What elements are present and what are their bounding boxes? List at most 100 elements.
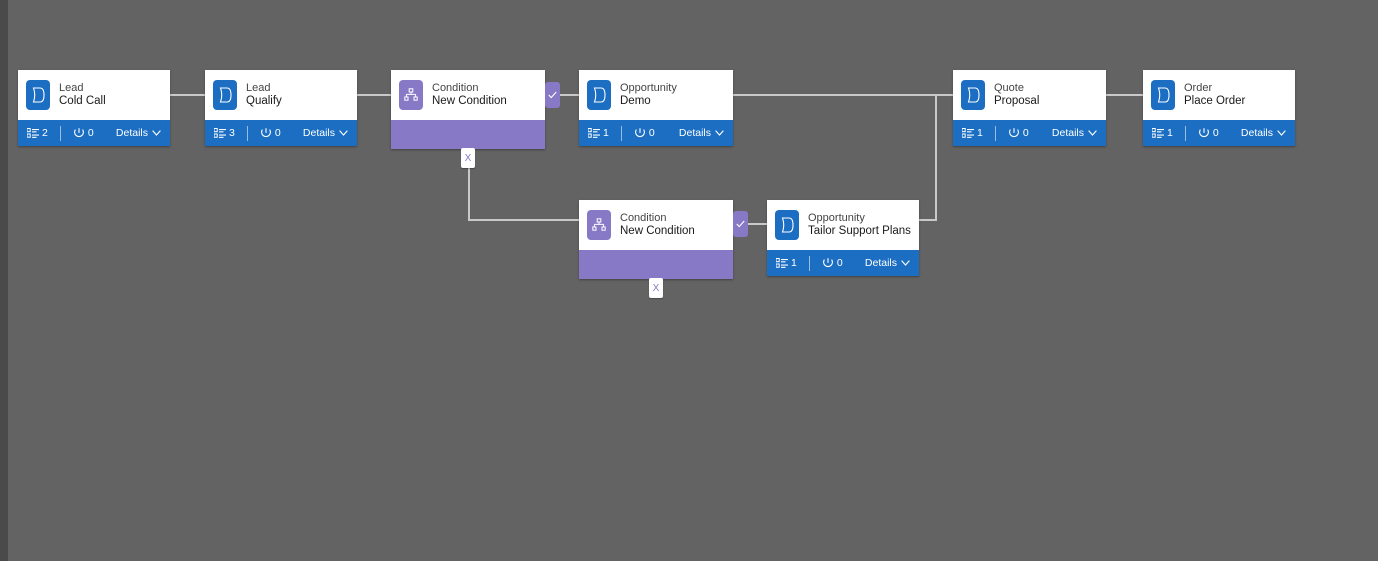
dynamics-stage-icon <box>961 80 985 110</box>
stage-card-header: Opportunity Tailor Support Plans <box>767 200 919 250</box>
duration-metric: 0 <box>1008 127 1029 139</box>
checkmark-icon <box>548 91 557 99</box>
chevron-down-icon <box>715 130 724 136</box>
record-count-value: 1 <box>791 257 797 269</box>
stage-card-quote-proposal[interactable]: Quote Proposal 1 <box>953 70 1106 146</box>
chevron-down-icon <box>339 130 348 136</box>
branch-marker-label: X <box>464 152 472 164</box>
footer-divider <box>808 255 810 271</box>
stage-name-label: Place Order <box>1184 94 1246 107</box>
condition-card-body <box>579 250 733 279</box>
details-button[interactable]: Details <box>679 127 724 139</box>
stage-card-footer: 3 0 Details <box>205 120 357 146</box>
condition-card-titles: Condition New Condition <box>620 212 695 239</box>
stage-entity-label: Lead <box>59 81 84 94</box>
list-icon <box>776 257 788 269</box>
stage-card-titles: Lead Cold Call <box>59 82 106 109</box>
stage-card-footer: 1 0 Details <box>767 250 919 276</box>
clock-icon <box>73 127 85 139</box>
condition-name-label: New Condition <box>432 94 507 107</box>
branch-marker-label: X <box>652 282 660 294</box>
condition-card-header: Condition New Condition <box>579 200 733 250</box>
stage-card-header: Order Place Order <box>1143 70 1295 120</box>
record-count-value: 1 <box>603 127 609 139</box>
connector-quote-to-order <box>1106 94 1143 96</box>
clock-icon <box>1198 127 1210 139</box>
connector-condition2-to-tailor <box>748 223 767 225</box>
stage-card-opportunity-tailor-support-plans[interactable]: Opportunity Tailor Support Plans 1 <box>767 200 919 276</box>
condition-2-true-branch-checkmark[interactable] <box>733 211 748 237</box>
stage-card-footer: 2 0 Details <box>18 120 170 146</box>
stage-card-header: Quote Proposal <box>953 70 1106 120</box>
duration-value: 0 <box>1212 127 1219 139</box>
footer-divider <box>620 125 622 141</box>
list-icon <box>962 127 974 139</box>
condition-card-body <box>391 120 545 149</box>
stage-entity-label: Quote <box>994 81 1024 94</box>
stage-entity-label: Opportunity <box>620 81 677 94</box>
duration-value: 0 <box>1022 127 1029 139</box>
condition-card-2[interactable]: Condition New Condition <box>579 200 733 279</box>
stage-card-titles: Quote Proposal <box>994 82 1039 109</box>
record-count-value: 1 <box>1167 127 1173 139</box>
condition-name-label: New Condition <box>620 224 695 237</box>
dynamics-stage-icon <box>1151 80 1175 110</box>
branch-condition-icon <box>399 80 423 110</box>
connector-condition1-branch-horizontal <box>468 219 580 221</box>
details-label: Details <box>1051 127 1084 139</box>
details-button[interactable]: Details <box>303 127 348 139</box>
stage-name-label: Proposal <box>994 94 1040 107</box>
condition-1-false-branch-marker[interactable]: X <box>461 148 475 168</box>
clock-icon <box>634 127 646 139</box>
condition-card-1[interactable]: Condition New Condition <box>391 70 545 149</box>
stage-card-opportunity-demo[interactable]: Opportunity Demo 1 <box>579 70 733 146</box>
condition-card-header: Condition New Condition <box>391 70 545 120</box>
stage-name-label: Qualify <box>246 94 282 107</box>
clock-icon <box>1008 127 1020 139</box>
details-label: Details <box>115 127 148 139</box>
details-button[interactable]: Details <box>865 257 910 269</box>
details-label: Details <box>678 127 711 139</box>
condition-2-false-branch-marker[interactable]: X <box>649 278 663 298</box>
dynamics-stage-icon <box>775 210 799 240</box>
chevron-down-icon <box>1277 130 1286 136</box>
stage-card-titles: Order Place Order <box>1184 82 1245 109</box>
clock-icon <box>260 127 272 139</box>
details-button[interactable]: Details <box>1241 127 1286 139</box>
chevron-down-icon <box>1088 130 1097 136</box>
footer-divider <box>59 125 61 141</box>
duration-metric: 0 <box>822 257 843 269</box>
connector-cold-call-to-qualify <box>170 94 206 96</box>
duration-value: 0 <box>87 127 94 139</box>
stage-card-order-place-order[interactable]: Order Place Order 1 <box>1143 70 1295 146</box>
list-icon <box>214 127 226 139</box>
stage-entity-label: Lead <box>246 81 271 94</box>
stage-name-label: Demo <box>620 94 651 107</box>
stage-card-footer: 1 0 Details <box>579 120 733 146</box>
chevron-down-icon <box>152 130 161 136</box>
details-button[interactable]: Details <box>1052 127 1097 139</box>
footer-divider <box>246 125 248 141</box>
stage-entity-label: Order <box>1184 81 1213 94</box>
connector-condition1-branch-vertical <box>468 168 470 220</box>
duration-value: 0 <box>836 257 843 269</box>
stage-name-label: Tailor Support Plans <box>808 224 911 237</box>
condition-1-true-branch-checkmark[interactable] <box>545 82 560 108</box>
stage-card-lead-cold-call[interactable]: Lead Cold Call 2 <box>18 70 170 146</box>
list-icon <box>588 127 600 139</box>
record-count-value: 3 <box>229 127 235 139</box>
duration-metric: 0 <box>260 127 281 139</box>
dynamics-stage-icon <box>26 80 50 110</box>
record-count-metric: 2 <box>27 127 48 139</box>
clock-icon <box>822 257 834 269</box>
stage-card-header: Opportunity Demo <box>579 70 733 120</box>
details-button[interactable]: Details <box>116 127 161 139</box>
stage-card-lead-qualify[interactable]: Lead Qualify 3 <box>205 70 357 146</box>
list-icon <box>27 127 39 139</box>
stage-card-footer: 1 0 Details <box>953 120 1106 146</box>
details-label: Details <box>1240 127 1273 139</box>
dynamics-stage-icon <box>587 80 611 110</box>
record-count-metric: 1 <box>776 257 797 269</box>
checkmark-icon <box>736 220 745 228</box>
